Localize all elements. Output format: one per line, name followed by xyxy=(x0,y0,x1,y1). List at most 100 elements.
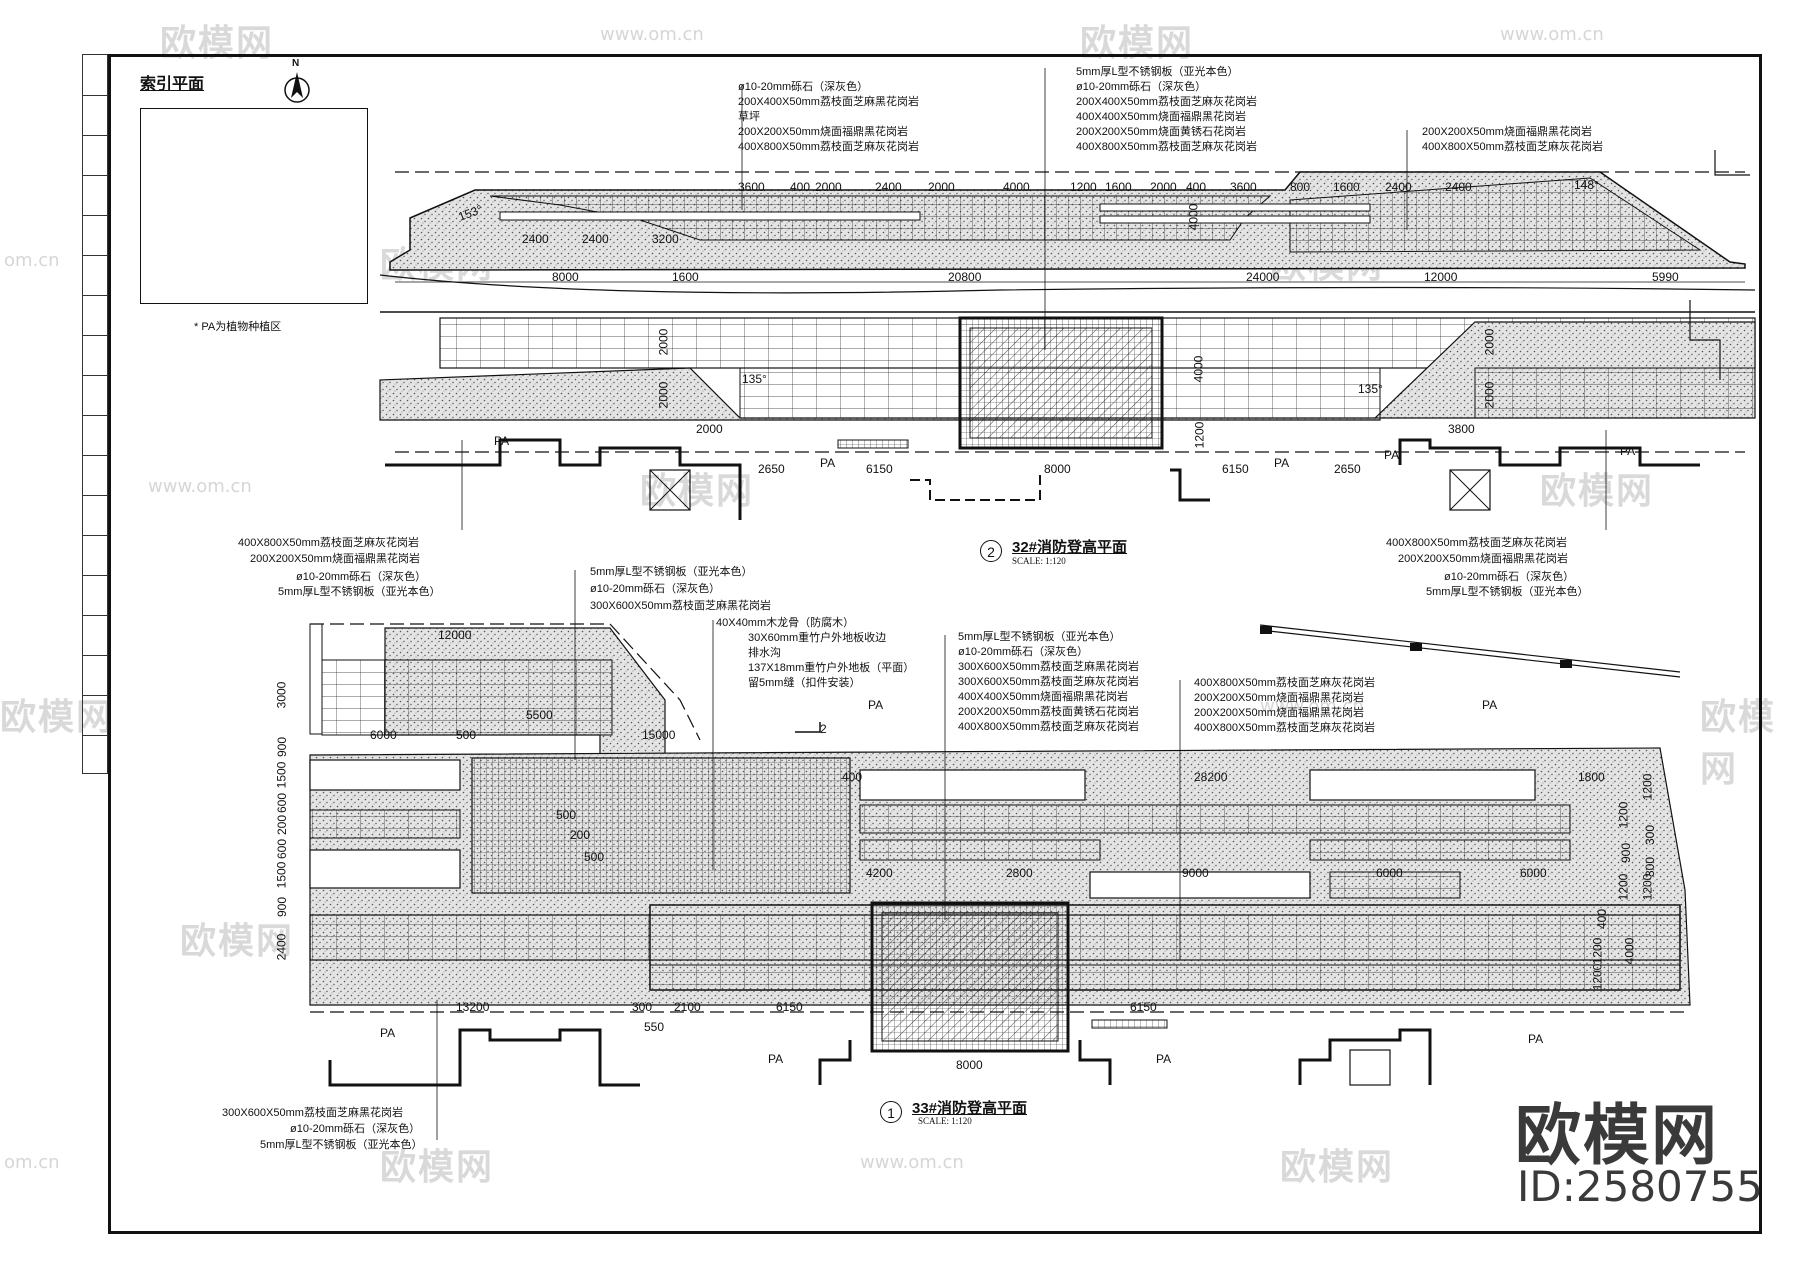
pa-label: PA xyxy=(494,434,510,448)
watermark-url: om.cn xyxy=(4,250,60,271)
watermark-brand: 欧模网 xyxy=(1280,1147,1395,1188)
dim-label: 900 xyxy=(1619,842,1634,864)
drawing-frame xyxy=(108,54,1762,1234)
dim-label: 5990 xyxy=(1652,270,1679,284)
dim-label: 2800 xyxy=(1006,866,1033,880)
dim-label: 15000 xyxy=(642,728,676,742)
dim-label: 24000 xyxy=(1246,270,1280,284)
callout-label: ø10-20mm砾石（深灰色） xyxy=(1444,571,1575,583)
callout-label: 40X40mm木龙骨（防腐木） xyxy=(716,617,855,629)
dim-label: 1600 xyxy=(672,270,699,284)
index-plan-title: 索引平面 xyxy=(140,76,205,93)
dim-label: 1200 xyxy=(1640,773,1655,801)
dim-label: 1200 xyxy=(1070,180,1097,194)
dim-label: 2400 xyxy=(582,232,609,246)
callout-label: 400X800X50mm荔枝面芝麻灰花岗岩 xyxy=(738,141,919,153)
dim-label: 550 xyxy=(644,1020,665,1034)
dim-label: 900 xyxy=(275,896,290,918)
dim-label: 6150 xyxy=(866,462,893,476)
index-plan-box xyxy=(140,108,368,304)
dim-label: 1500 xyxy=(274,761,289,789)
callout-label: 400X800X50mm荔枝面芝麻灰花岗岩 xyxy=(1076,141,1257,153)
dim-label: 2650 xyxy=(758,462,785,476)
callout-label: 5mm厚L型不锈钢板（亚光本色） xyxy=(1426,586,1589,598)
dim-label: 400 xyxy=(1595,908,1610,930)
watermark-brand: 欧模网 xyxy=(180,921,295,962)
dim-label: 20800 xyxy=(948,270,982,284)
dim-label: 6150 xyxy=(1130,1000,1157,1014)
callout-label: 200X200X50mm烧面福鼎黑花岗岩 xyxy=(1194,692,1364,704)
dim-label: 2400 xyxy=(522,232,549,246)
angle-label: 135° xyxy=(1358,382,1383,396)
dim-label: 3800 xyxy=(1448,422,1475,436)
dim-label: 2000 xyxy=(1482,328,1497,356)
callout-label: 5mm厚L型不锈钢板（亚光本色） xyxy=(278,586,441,598)
callout-label: 400X800X50mm荔枝面芝麻灰花岗岩 xyxy=(1422,141,1603,153)
plan-32-title: 32#消防登高平面 xyxy=(1012,539,1128,556)
dim-label: 1200 xyxy=(1590,937,1605,965)
dim-label: 8000 xyxy=(956,1058,983,1072)
dim-label: 2000 xyxy=(1482,381,1497,409)
dim-label: 6150 xyxy=(1222,462,1249,476)
callout-label: 137X18mm重竹户外地板（平面） xyxy=(748,662,915,674)
pa-label: PA xyxy=(868,698,884,712)
pa-label: PA xyxy=(1482,698,1498,712)
plan-33-linework xyxy=(309,570,1691,1140)
watermark-url: om.cn xyxy=(4,1152,60,1173)
dim-label: 3600 xyxy=(738,180,765,194)
callout-label: 300X600X50mm荔枝面芝麻灰花岗岩 xyxy=(958,676,1139,688)
watermark-brand: 欧模网 xyxy=(640,471,755,512)
dim-label: 3600 xyxy=(1230,180,1257,194)
dim-label: 1200 xyxy=(1640,873,1655,901)
callout-label: 排水沟 xyxy=(748,647,781,659)
callout-label: 30X60mm重竹户外地板收边 xyxy=(748,632,887,644)
dim-label: 500 xyxy=(456,728,477,742)
dim-label: 12000 xyxy=(1424,270,1458,284)
pa-label: PA xyxy=(1274,456,1290,470)
callout-label: 200X400X50mm荔枝面芝麻灰花岗岩 xyxy=(1076,96,1257,108)
callout-label: 400X800X50mm荔枝面芝麻灰花岗岩 xyxy=(1386,537,1567,549)
dim-label: 9000 xyxy=(1182,866,1209,880)
callout-label: 400X800X50mm荔枝面芝麻灰花岗岩 xyxy=(958,721,1139,733)
callout-label: 5mm厚L型不锈钢板（亚光本色） xyxy=(590,566,753,578)
dim-label: 4000 xyxy=(1186,203,1201,231)
dim-label: 900 xyxy=(275,736,290,758)
angle-label: 148° xyxy=(1574,178,1599,192)
dim-label: 1200 xyxy=(1590,963,1605,991)
callout-label: ø10-20mm砾石（深灰色） xyxy=(296,571,427,583)
dim-label: 1200 xyxy=(1616,873,1631,901)
callout-label: 400X800X50mm荔枝面芝麻灰花岗岩 xyxy=(1194,722,1375,734)
dim-label: 2400 xyxy=(1445,180,1472,194)
dim-label: 5500 xyxy=(526,708,553,722)
dim-label: 200 xyxy=(275,814,290,836)
dim-label: 6000 xyxy=(1520,866,1547,880)
watermark-url: www.om.cn xyxy=(1260,696,1364,717)
plan-32-linework xyxy=(379,68,1756,530)
dim-label: 2000 xyxy=(696,422,723,436)
callout-label: ø10-20mm砾石（深灰色） xyxy=(590,583,721,595)
dim-label: 6000 xyxy=(1376,866,1403,880)
pa-label: PA xyxy=(1528,1032,1544,1046)
pa-label: PA xyxy=(1156,1052,1172,1066)
callout-label: 200X400X50mm荔枝面芝麻黑花岗岩 xyxy=(738,96,919,108)
callout-label: ø10-20mm砾石（深灰色） xyxy=(1076,81,1207,93)
callout-label: 200X200X50mm烧面福鼎黑花岗岩 xyxy=(1194,707,1364,719)
plan-32-scale: SCALE: 1:120 xyxy=(1012,556,1066,566)
dim-label: 400 xyxy=(842,770,863,784)
dim-label: 2400 xyxy=(274,933,289,961)
dim-label: 2000 xyxy=(1150,180,1177,194)
watermark-brand: 欧模网 xyxy=(160,23,275,64)
dim-label: 3000 xyxy=(274,681,289,709)
callout-label: 200X200X50mm烧面黄锈石花岗岩 xyxy=(1076,126,1246,138)
dim-label: 600 xyxy=(275,792,290,814)
dim-label: 8000 xyxy=(552,270,579,284)
dim-label: 300 xyxy=(632,1000,653,1014)
dim-label: 2000 xyxy=(928,180,955,194)
callout-label: 200X200X50mm烧面福鼎黑花岗岩 xyxy=(250,553,420,565)
plan-33-scale: SCALE: 1:120 xyxy=(918,1116,972,1126)
dim-label: 12000 xyxy=(438,628,472,642)
dim-label: 500 xyxy=(584,850,605,864)
dim-label: 6000 xyxy=(370,728,397,742)
watermark-brand: 欧模网 xyxy=(1080,23,1195,64)
